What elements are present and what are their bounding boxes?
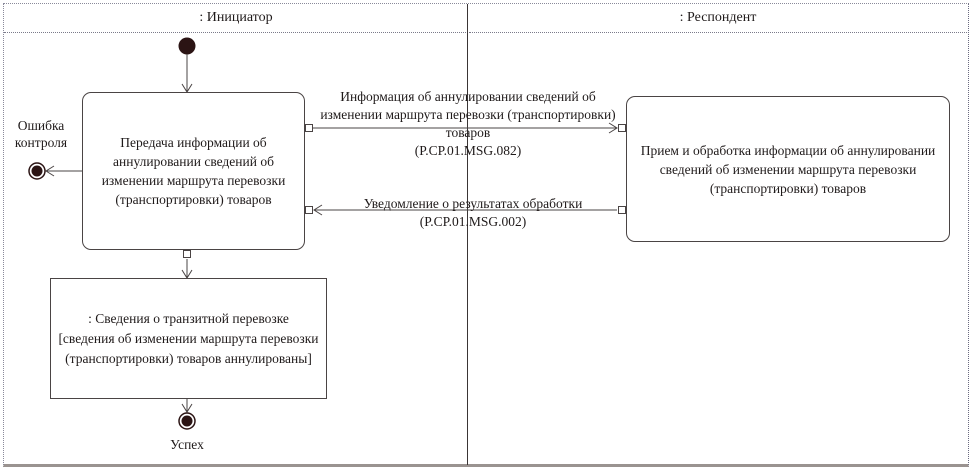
message-label-msg002: Уведомление о результатах обработки (P.C… <box>318 195 628 231</box>
output-pin-object <box>183 250 191 258</box>
message-text-msg082: Информация об аннулировании сведений об … <box>320 89 616 140</box>
object-node-transit-info[interactable]: : Сведения о транзитной перевозке [сведе… <box>50 278 327 399</box>
message-code-msg002: (P.CP.01.MSG.002) <box>419 214 527 229</box>
action-initiator-send[interactable]: Передача информации об аннулировании све… <box>82 92 305 250</box>
message-code-msg082: (P.CP.01.MSG.082) <box>414 143 522 158</box>
swimlane-header-initiator: : Инициатор <box>4 4 468 33</box>
input-pin-notification <box>305 206 313 214</box>
swimlane-header-respondent: : Респондент <box>469 4 967 33</box>
swimlane-divider <box>467 4 468 465</box>
message-text-msg002: Уведомление о результатах обработки <box>363 196 583 211</box>
final-node-success-inner-icon <box>181 415 193 427</box>
output-pin-notification <box>618 206 626 214</box>
output-pin-send <box>305 124 313 132</box>
object-node-type: : Сведения о транзитной перевозке <box>88 310 289 326</box>
message-label-msg082: Информация об аннулировании сведений об … <box>318 88 618 160</box>
action-respondent-receive[interactable]: Прием и обработка информации об аннулиро… <box>626 96 950 242</box>
input-pin-receive <box>618 124 626 132</box>
action-respondent-label: Прием и обработка информации об аннулиро… <box>640 142 936 196</box>
object-node-state: [сведения об изменении маршрута перевозк… <box>58 330 319 366</box>
final-node-error-inner-icon <box>31 165 43 177</box>
initial-node-icon <box>178 37 196 55</box>
action-initiator-label: Передача информации об аннулировании све… <box>101 135 286 207</box>
final-node-success-label: Успех <box>170 437 204 452</box>
final-node-error-label: Ошибка контроля <box>14 118 68 150</box>
diagram-frame <box>3 3 969 467</box>
